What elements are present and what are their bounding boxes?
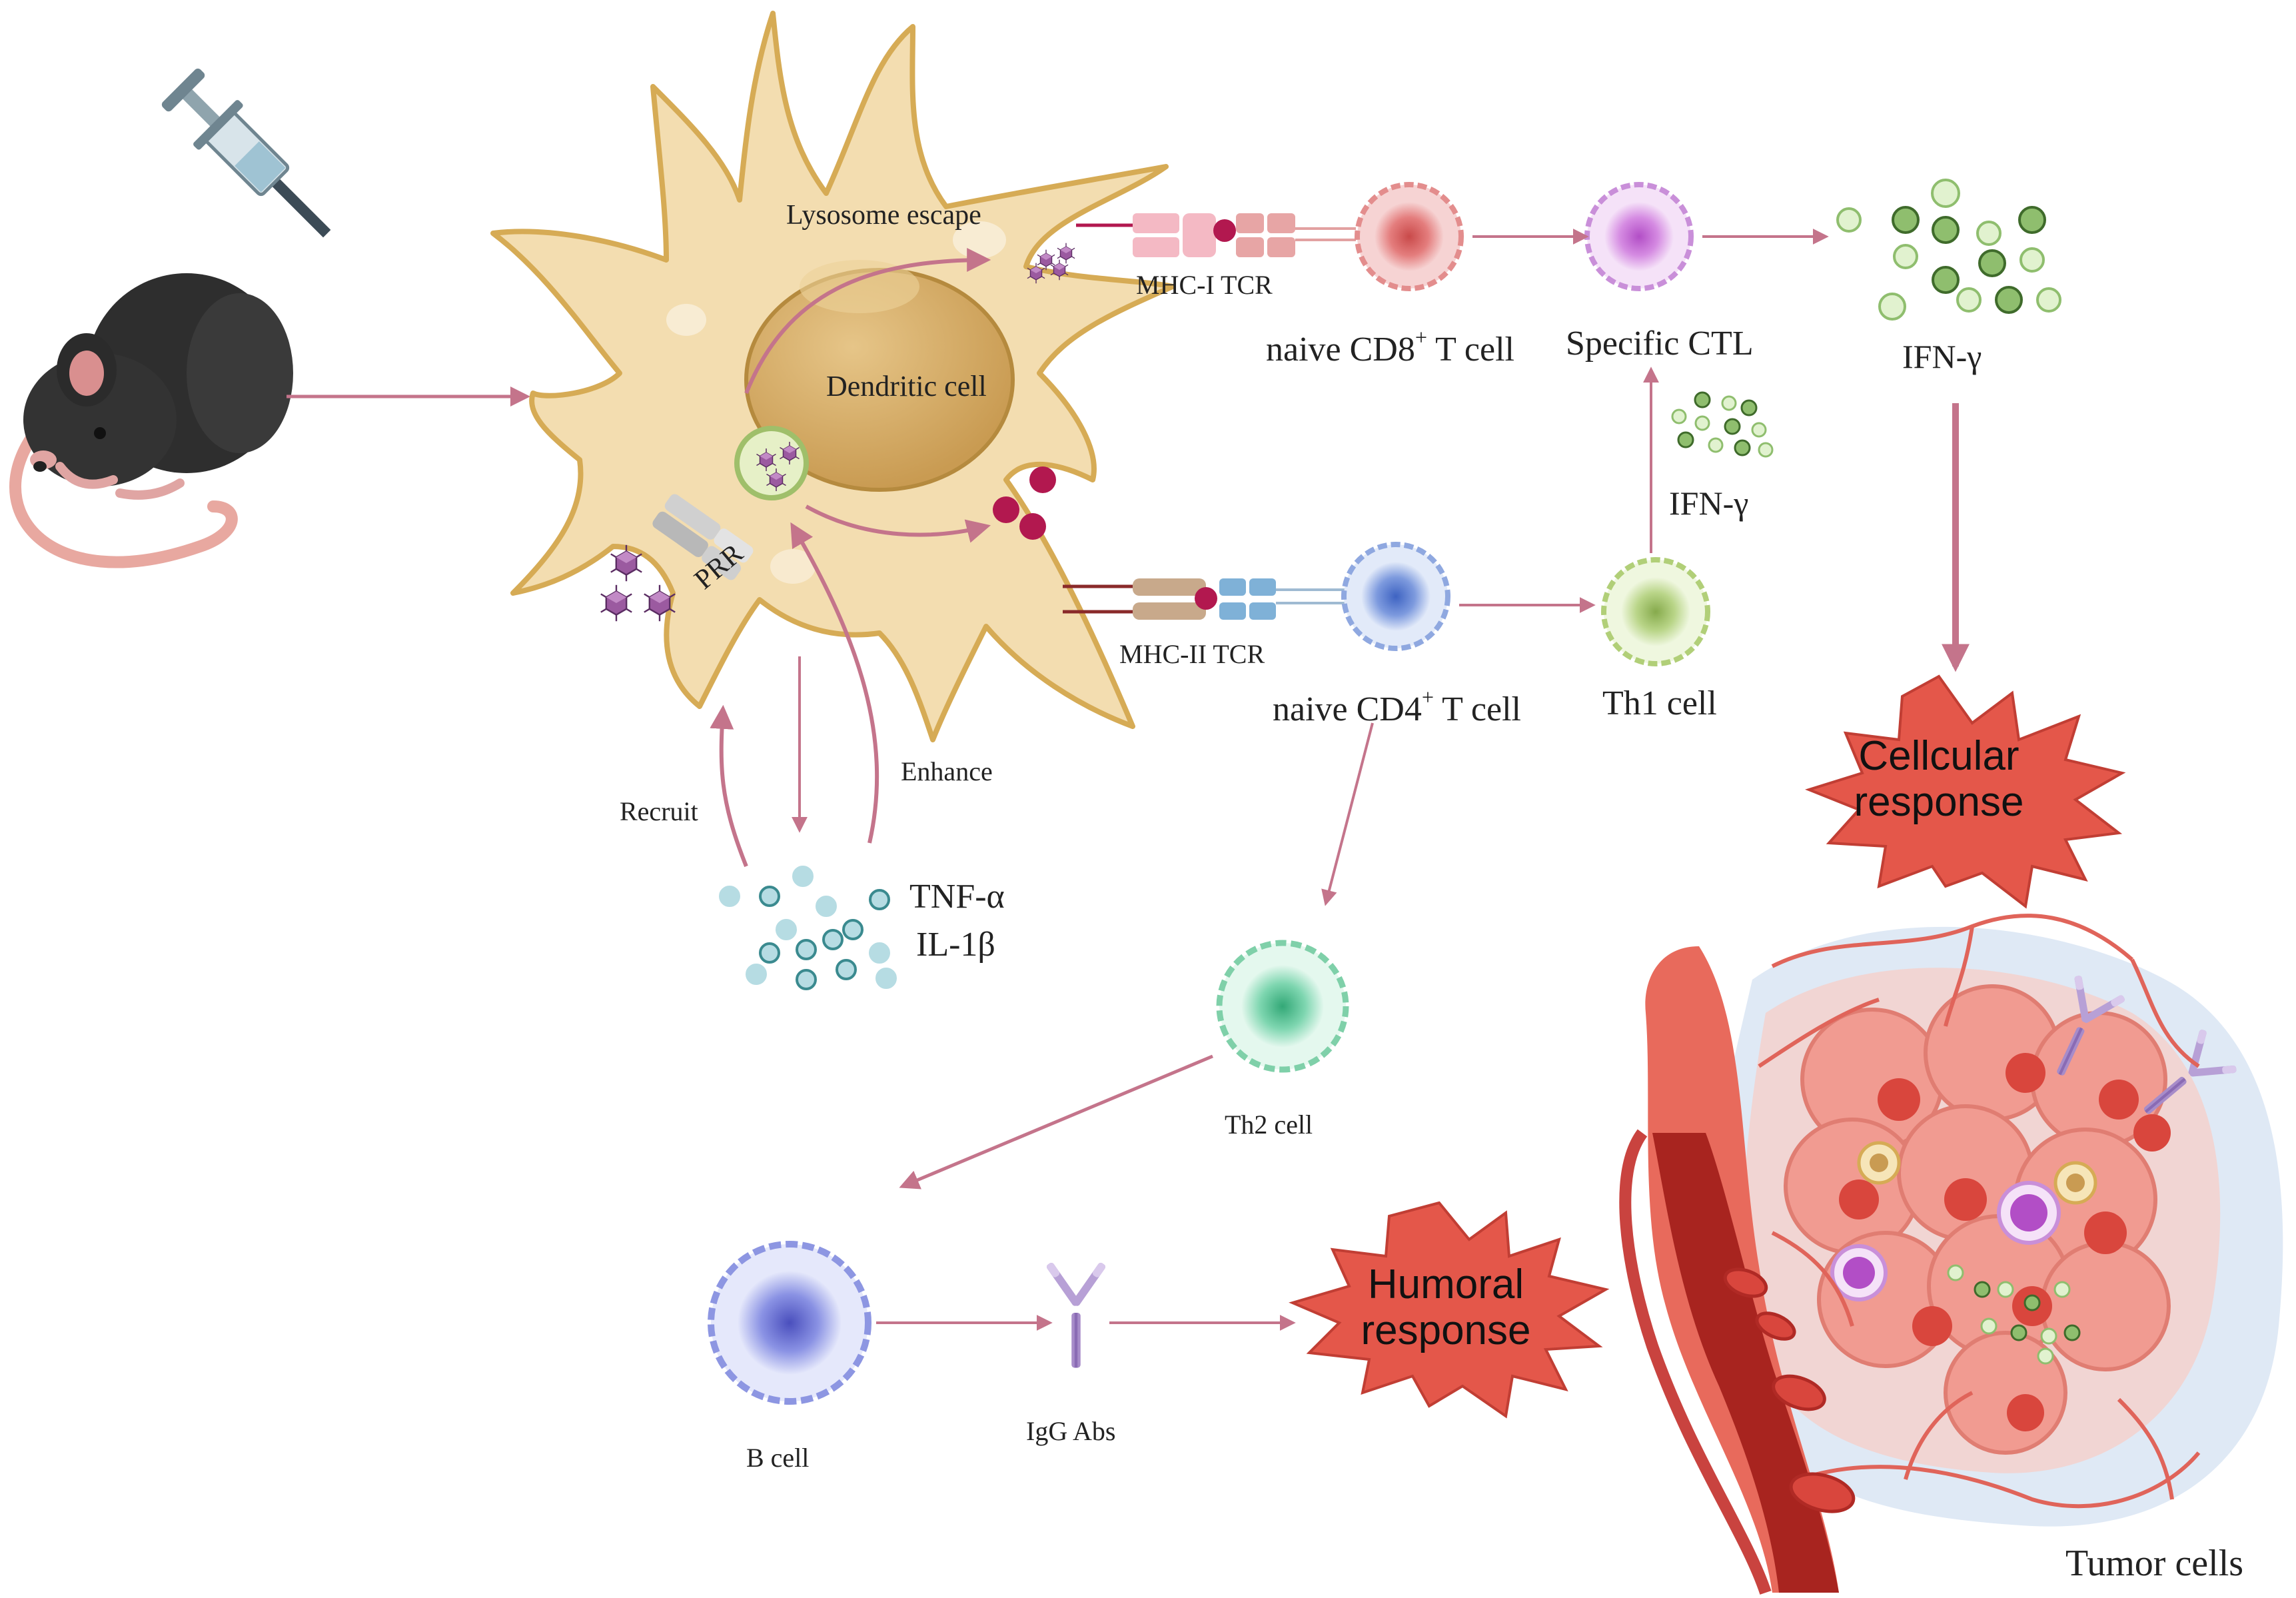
tumor-mass-icon [1714,914,2283,1527]
b-cell [708,1241,871,1405]
mhc1-tcr-complex [1076,213,1356,257]
cellular-response-burst [1805,674,2126,909]
naive-cd4-t-cell [1341,542,1450,651]
dendritic-cell [490,11,1175,742]
naive-cd4-superscript: + [1421,685,1435,709]
humoral-response-line2: response [1361,1307,1531,1354]
antibody-icon [1045,1261,1107,1368]
pathway-arrows [710,229,1970,1331]
naive-cd8-prefix: naive CD8 [1266,331,1415,369]
blood-vessel-icon [1619,946,1856,1595]
tnf-il1-cluster [719,866,897,990]
tumor-cells-label: Tumor cells [2065,1543,2244,1584]
dendritic-cell-label: Dendritic cell [826,370,987,402]
specific-ctl-cell [1584,182,1694,291]
humoral-response-label: Humoral response [1343,1261,1549,1354]
cellular-response-line2: response [1854,779,2024,826]
th1-cell-label: Th1 cell [1602,684,1717,722]
specific-ctl-label: Specific CTL [1566,325,1754,363]
naive-cd8-suffix: T cell [1427,331,1514,369]
th1-cell [1601,557,1710,666]
igg-abs-label: IgG Abs [1026,1416,1116,1446]
ifn-gamma-top-label: IFN-γ [1902,338,1982,375]
ifn-gamma-cluster-mid [1671,391,1774,458]
naive-cd4-suffix: T cell [1434,690,1521,729]
mhc2-tcr-complex [1063,578,1349,620]
mhc1-tcr-label: MHC-I TCR [1136,270,1273,300]
mouse-icon [9,273,293,568]
humoral-response-line1: Humoral [1367,1261,1524,1307]
enhance-label: Enhance [901,756,993,786]
naive-cd4-label: naive CD4+ T cell [1273,686,1521,727]
naive-cd8-t-cell [1355,182,1464,291]
th2-cell [1216,940,1349,1073]
naive-cd8-superscript: + [1415,325,1428,349]
b-cell-label: B cell [746,1443,810,1473]
cellular-response-line1: Cellcular [1858,733,2019,779]
naive-cd8-label: naive CD8+ T cell [1266,327,1514,367]
mhc2-tcr-label: MHC-II TCR [1119,639,1265,669]
cellular-response-label: Cellcular response [1839,733,2039,826]
lysosome-escape-label: Lysosome escape [786,200,981,231]
tnf-alpha-label: TNF-α [909,878,1005,916]
th2-cell-label: Th2 cell [1225,1110,1313,1140]
recruit-label: Recruit [620,796,698,826]
ifn-gamma-cluster-top [1836,179,2061,321]
ifn-gamma-mid-label: IFN-γ [1669,484,1749,522]
humoral-response-burst [1289,1201,1610,1419]
il-1beta-label: IL-1β [916,926,995,964]
naive-cd4-prefix: naive CD4 [1273,690,1422,729]
syringe-icon [161,68,331,238]
